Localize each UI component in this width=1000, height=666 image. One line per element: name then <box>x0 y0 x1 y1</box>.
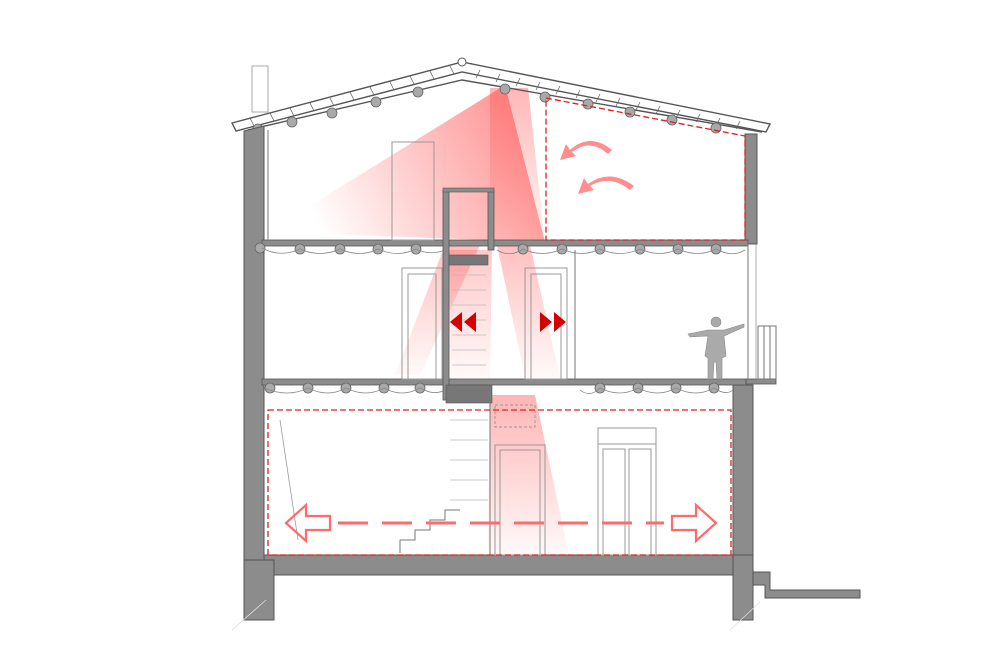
middle-left-door-inner <box>407 273 437 380</box>
left-foundation <box>243 559 275 621</box>
roof-beams <box>252 83 722 135</box>
arrow-right-double-icon <box>540 312 566 332</box>
roof-tile-hatch <box>249 65 741 130</box>
interior-structure <box>267 130 757 555</box>
roof <box>230 57 772 135</box>
chimney <box>251 65 269 113</box>
ridge-cap <box>457 57 467 67</box>
left-wall <box>243 125 265 621</box>
transom-box <box>494 404 536 428</box>
attic-light-beam <box>268 85 545 242</box>
ground-stair-profile <box>399 509 460 553</box>
floor-slabs <box>254 239 777 394</box>
curved-arrow-icon <box>578 176 634 194</box>
left-arrowhead <box>284 502 332 544</box>
ground-double-door <box>597 427 657 556</box>
skylight-vertical-beam <box>490 88 545 242</box>
balcony-slab <box>745 378 777 385</box>
right-arrowhead <box>670 502 718 544</box>
balcony-railing <box>757 325 777 380</box>
middle-right-door-inner <box>530 273 562 380</box>
roof-underside <box>247 79 763 133</box>
right-wall-lower <box>732 384 754 556</box>
attic-door <box>391 141 435 241</box>
arrow-left-double-icon <box>450 312 476 332</box>
thermal-zones <box>267 97 746 556</box>
landing <box>445 384 493 404</box>
curved-arrow-icon <box>560 141 612 160</box>
middle-right-beam <box>497 245 560 378</box>
ground-lines <box>231 599 761 631</box>
skylight-shaft-left <box>442 189 450 401</box>
ground-beam <box>488 395 570 560</box>
ground-zone <box>267 409 732 556</box>
person-silhouette-icon <box>687 316 745 380</box>
right-wall-upper <box>744 133 758 245</box>
left-diagonal-support <box>279 419 299 541</box>
ground-slab <box>263 554 734 576</box>
attic-zone <box>545 97 746 241</box>
right-foundation <box>732 554 861 621</box>
curved-arrows <box>560 141 634 194</box>
direction-arrows <box>450 312 566 332</box>
shaft-top <box>442 187 495 193</box>
skylight-shaft-right <box>487 189 495 251</box>
light-beams <box>268 85 570 560</box>
shaft-mid <box>448 254 489 266</box>
double-head-arrow-icon <box>284 502 718 544</box>
stair-shaft-beam <box>447 250 492 380</box>
ceiling-vault-lines <box>261 247 746 394</box>
